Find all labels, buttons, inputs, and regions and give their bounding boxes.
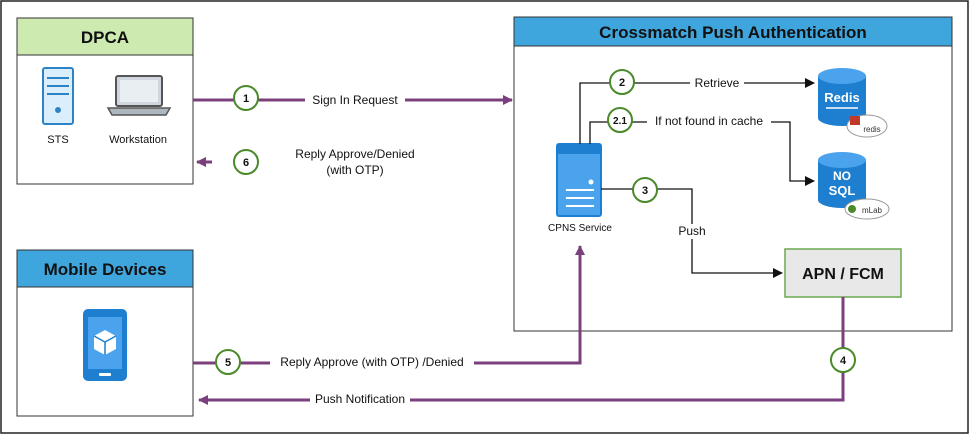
mlab-badge-text: mLab (862, 206, 883, 215)
step-badge-3: 3 (632, 177, 658, 203)
step-badge-4: 4 (830, 347, 856, 373)
svg-text:1: 1 (243, 93, 249, 105)
step-badge-6: 6 (233, 149, 259, 175)
apn-fcm-label: APN / FCM (802, 266, 884, 283)
push-notification-label: Push Notification (315, 392, 405, 406)
cache-miss-label: If not found in cache (655, 114, 763, 128)
mobile-phone-icon (83, 309, 127, 381)
sts-server-icon (42, 67, 74, 125)
nosql-logo-text-top: NO (833, 169, 851, 183)
mobile-devices-title: Mobile Devices (44, 260, 167, 279)
nosql-database-icon: NO SQL mLab (818, 152, 890, 220)
with-otp-label: (with OTP) (326, 163, 383, 177)
svg-text:5: 5 (225, 357, 231, 369)
apn-fcm-box (784, 248, 902, 298)
step-badge-2: 2 (609, 69, 635, 95)
sign-in-request-label: Sign In Request (312, 93, 398, 107)
redis-logo-text: Redis (824, 90, 859, 105)
sts-label: STS (47, 134, 68, 146)
crossmatch-box: Crossmatch Push Authentication CPNS Serv… (513, 16, 953, 332)
dpca-title: DPCA (81, 28, 129, 47)
cpns-label: CPNS Service (548, 223, 612, 234)
redis-database-icon: Redis redis (818, 68, 888, 138)
redis-badge-text: redis (863, 125, 880, 134)
step-badge-1: 1 (233, 85, 259, 111)
cache-miss-arrow (589, 121, 815, 186)
svg-text:2.1: 2.1 (613, 116, 627, 127)
push-notification-arrow (198, 297, 845, 405)
reply-with-otp-label: Reply Approve (with OTP) /Denied (280, 355, 463, 369)
svg-text:4: 4 (840, 355, 847, 367)
step-badge-5: 5 (215, 349, 241, 375)
mobile-devices-box: Mobile Devices (16, 249, 194, 417)
step-badge-2-1: 2.1 (607, 107, 633, 133)
dpca-box: DPCA STS Workstation (16, 17, 194, 185)
svg-text:6: 6 (243, 157, 249, 169)
cpns-server-icon (556, 143, 602, 217)
workstation-laptop-icon (106, 75, 172, 116)
dpca-header (16, 17, 194, 56)
mobile-devices-header (16, 249, 194, 288)
workstation-label: Workstation (109, 134, 167, 146)
svg-text:2: 2 (619, 77, 625, 89)
retrieve-label: Retrieve (695, 76, 740, 90)
svg-text:3: 3 (642, 185, 648, 197)
crossmatch-title: Crossmatch Push Authentication (599, 23, 867, 42)
reply-approve-denied-label: Reply Approve/Denied (295, 147, 414, 161)
crossmatch-header (513, 16, 953, 47)
nosql-logo-text-bottom: SQL (829, 183, 856, 198)
push-label: Push (678, 224, 705, 238)
